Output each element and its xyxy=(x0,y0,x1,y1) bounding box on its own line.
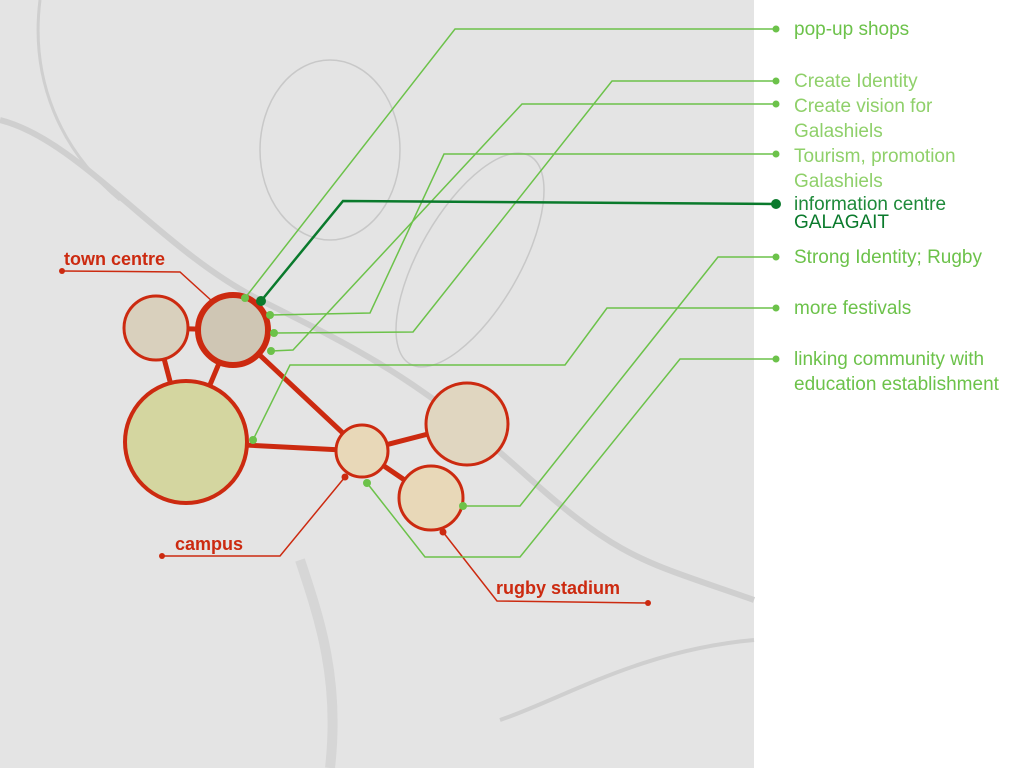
label-campus: campus xyxy=(175,534,244,554)
red-leaders xyxy=(61,270,649,604)
inset-circle-west xyxy=(122,294,190,362)
label-create-vision: Create vision for Galashiels xyxy=(794,96,933,142)
inset-circle-rugby xyxy=(397,464,465,532)
label-strong-identity: Strong Identity; Rugby xyxy=(794,247,982,268)
label-popup-shops: pop-up shops xyxy=(794,19,910,40)
info-centre-name: GALAGAIT xyxy=(794,212,890,233)
info-centre-text: information centre xyxy=(794,194,947,215)
label-tourism: Tourism, promotion Galashiels xyxy=(794,146,956,192)
label-information-centre: information centre GALAGAIT xyxy=(794,194,947,233)
label-create-identity: Create Identity xyxy=(794,71,918,92)
green-leaders xyxy=(244,28,776,558)
label-more-festivals: more festivals xyxy=(794,298,912,319)
label-linking-community: linking community with education establi… xyxy=(794,349,999,395)
map-features xyxy=(0,0,755,768)
inset-circle-town-centre xyxy=(195,292,271,368)
map-insets xyxy=(122,292,510,532)
info-centre-leader xyxy=(260,199,777,302)
inset-circle-east xyxy=(424,381,510,467)
inset-circle-campus xyxy=(123,379,249,505)
inset-circle-hub xyxy=(334,423,390,479)
label-rugby-stadium: rugby stadium xyxy=(496,578,621,598)
label-town-centre: town centre xyxy=(64,249,166,269)
